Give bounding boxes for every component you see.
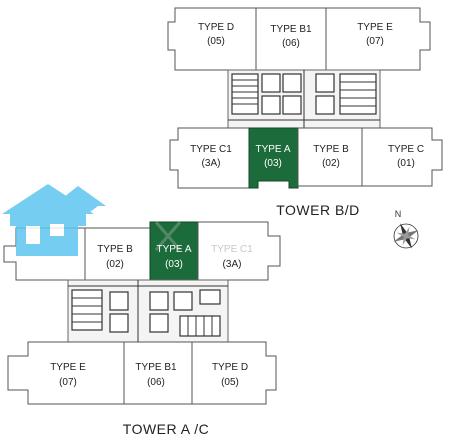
ac-unit-2-num: (03)	[165, 259, 183, 270]
ac-unit-1-type: TYPE B	[97, 244, 133, 255]
tower-bd-title: TOWER B/D	[276, 202, 360, 218]
ac-unit-3-type: TYPE C1	[211, 244, 253, 255]
unit-outline-ac-type-d	[191, 341, 277, 405]
ac-unit-4-type: TYPE E	[50, 362, 86, 373]
stair-bd-left	[231, 73, 259, 115]
unit-outline-ac-type-e	[7, 341, 125, 405]
unit-outline-bd-type-c	[361, 127, 443, 187]
duct-ac	[199, 289, 221, 305]
bd-unit-5-type: TYPE A	[255, 144, 290, 155]
bd-unit-3-type: TYPE E	[357, 22, 393, 33]
ac-unit-4-num: (07)	[59, 377, 77, 388]
bd-unit-5-num: (03)	[264, 158, 282, 169]
compass-rose-icon	[393, 223, 419, 249]
tower-bd-plan	[167, 7, 443, 189]
stair-bd-right	[339, 73, 377, 115]
lift-bd-3	[282, 73, 302, 93]
house-icon	[2, 184, 106, 256]
ac-unit-6-num: (05)	[221, 377, 239, 388]
bd-unit-1-num: (05)	[207, 36, 225, 47]
lift-bd-6	[315, 95, 335, 115]
unit-outline-bd-type-b	[297, 127, 363, 187]
ac-unit-2-type: TYPE A	[156, 244, 191, 255]
lift-ac-1	[109, 291, 129, 311]
ac-unit-5-num: (06)	[147, 377, 165, 388]
bd-unit-6-type: TYPE B	[313, 144, 349, 155]
ac-unit-3-num: (3A)	[223, 259, 242, 270]
lift-ac-2	[109, 313, 129, 333]
watermark-mark	[154, 221, 182, 251]
ac-unit-5-type: TYPE B1	[135, 362, 177, 373]
stair-ac-right	[179, 315, 221, 337]
bd-unit-4-num: (3A)	[202, 158, 221, 169]
lift-ac-5	[173, 291, 193, 311]
stair-ac-left	[71, 289, 103, 331]
lift-bd-2	[261, 95, 281, 115]
bd-unit-6-num: (02)	[322, 158, 340, 169]
lift-ac-3	[149, 291, 169, 311]
bd-unit-4-type: TYPE C1	[190, 144, 232, 155]
tower-ac-plan	[3, 221, 281, 405]
bd-unit-3-num: (07)	[366, 36, 384, 47]
unit-outline-ac-type-b1	[123, 341, 193, 405]
lift-bd-4	[282, 95, 302, 115]
ac-unit-6-type: TYPE D	[212, 362, 248, 373]
lift-ac-4	[149, 313, 169, 333]
bd-unit-2-num: (06)	[282, 38, 300, 49]
lift-bd-5	[315, 73, 335, 93]
bd-unit-7-type: TYPE C	[388, 144, 424, 155]
lift-bd-1	[261, 73, 281, 93]
bd-unit-2-type: TYPE B1	[270, 24, 312, 35]
bd-unit-1-type: TYPE D	[198, 22, 234, 33]
tower-ac-title: TOWER A /C	[123, 421, 209, 437]
bd-unit-7-num: (01)	[397, 158, 415, 169]
compass-north-label: N	[395, 209, 402, 219]
ac-unit-1-num: (02)	[106, 259, 124, 270]
